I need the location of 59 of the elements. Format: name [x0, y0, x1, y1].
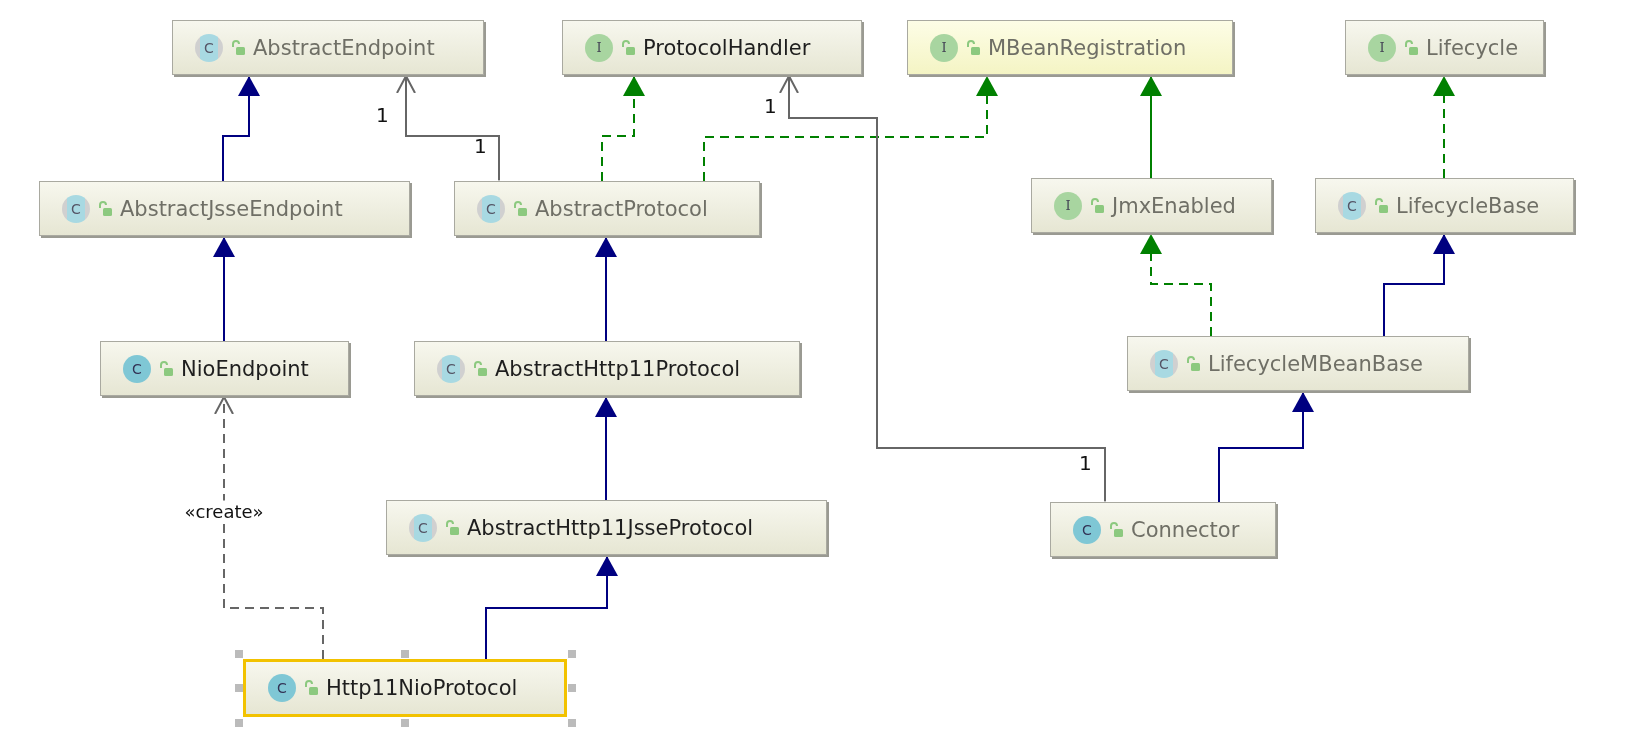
class-name: AbstractHttp11JsseProtocol	[467, 515, 754, 540]
class-box	[1127, 336, 1469, 391]
class-name: AbstractJsseEndpoint	[120, 196, 343, 221]
class-box	[386, 500, 827, 555]
class-name: LifecycleBase	[1396, 193, 1540, 218]
abstract-class-icon: C	[477, 194, 505, 223]
abstract-class-icon: C	[409, 513, 437, 542]
multiplicity-label: 1	[376, 103, 389, 127]
class-name: JmxEnabled	[1112, 193, 1236, 218]
class-name: Http11NioProtocol	[326, 676, 518, 700]
class-box	[39, 181, 410, 236]
class-icon: C	[1073, 515, 1101, 544]
dashed-arrow	[1433, 75, 1455, 179]
arrow	[222, 75, 260, 182]
dashed-arrow	[214, 396, 324, 660]
class-icon: C	[268, 674, 296, 702]
dashed-arrow	[703, 75, 998, 182]
dashed-arrow	[601, 75, 645, 182]
arrow	[1140, 75, 1162, 179]
class-box	[100, 341, 349, 396]
abstract-class-icon: C	[437, 354, 465, 383]
arrow	[213, 236, 235, 342]
class-name: Connector	[1131, 517, 1240, 542]
arrow	[485, 555, 618, 660]
class-box	[1345, 20, 1544, 75]
abstract-class-icon: C	[1150, 349, 1178, 378]
abstract-class-icon: C	[195, 33, 223, 62]
multiplicity-label: 1	[1079, 451, 1092, 475]
multiplicity-label: 1	[764, 94, 777, 118]
class-box	[1031, 178, 1272, 233]
class-name: MBeanRegistration	[988, 35, 1187, 60]
interface-icon: I	[930, 33, 958, 62]
interface-icon: I	[1054, 191, 1082, 220]
arrow	[1383, 233, 1455, 337]
class-box	[414, 341, 800, 396]
abstract-class-icon: C	[62, 194, 90, 223]
class-box	[1315, 178, 1574, 233]
arrow	[595, 396, 617, 501]
class-icon: C	[123, 354, 151, 383]
arrow	[595, 236, 617, 342]
class-name: AbstractEndpoint	[253, 35, 435, 60]
class-box	[562, 20, 862, 75]
abstract-class-icon: C	[1338, 191, 1366, 220]
class-box	[172, 20, 484, 75]
arrow	[1218, 391, 1314, 503]
class-name: Lifecycle	[1426, 35, 1519, 60]
dashed-arrow	[1140, 233, 1212, 337]
class-name: AbstractHttp11Protocol	[495, 356, 741, 381]
class-name: AbstractProtocol	[535, 196, 708, 221]
class-box	[907, 20, 1233, 75]
class-box	[454, 181, 760, 236]
multiplicity-label: 1	[474, 134, 487, 158]
interface-icon: I	[585, 33, 613, 62]
interface-icon: I	[1368, 33, 1396, 62]
class-name: ProtocolHandler	[643, 35, 811, 60]
class-box	[243, 659, 567, 717]
class-box	[1050, 502, 1276, 557]
class-name: LifecycleMBeanBase	[1208, 351, 1423, 376]
class-name: NioEndpoint	[181, 356, 309, 381]
